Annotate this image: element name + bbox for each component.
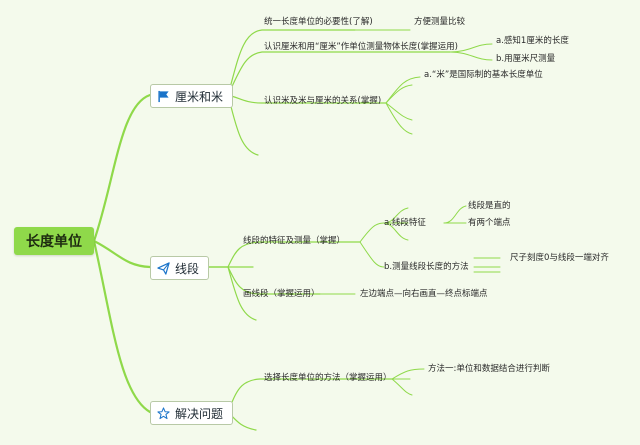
subtopic-measure-method[interactable]: b.测量线段长度的方法 [384, 262, 469, 272]
subtopic-features[interactable]: a.线段特征 [384, 218, 426, 228]
branch-node-centimeter-meter[interactable]: 厘米和米 [150, 84, 234, 108]
subtopic-method-one[interactable]: 方法一:单位和数据结合进行判断 [428, 364, 550, 374]
topic-draw-segment[interactable]: 画线段（掌握运用） [243, 289, 320, 299]
subtopic-feel-1cm[interactable]: a.感知1厘米的长度 [496, 36, 569, 46]
topic-unified-unit[interactable]: 统一长度单位的必要性(了解) [264, 17, 373, 27]
leaf-straight[interactable]: 线段是直的 [468, 201, 511, 211]
branch-label: 厘米和米 [175, 89, 224, 104]
branch-label: 解决问题 [175, 406, 224, 421]
subtopic-measure-ruler[interactable]: b.用厘米尺测量 [496, 54, 556, 64]
leaf-align-zero[interactable]: 尺子刻度0与线段一端对齐 [510, 253, 609, 263]
subtopic-easy-compare[interactable]: 方便测量比较 [414, 17, 466, 27]
subtopic-meter-basic-unit[interactable]: a.“米”是国际制的基本长度单位 [424, 70, 543, 80]
leaf-two-endpoints[interactable]: 有两个端点 [468, 218, 511, 228]
star-icon [157, 406, 170, 419]
branch-node-solve-problems[interactable]: 解决问题 [150, 401, 234, 425]
paper-plane-icon [157, 261, 170, 275]
topic-segment-features[interactable]: 线段的特征及测量（掌握） [243, 236, 346, 246]
subtopic-draw-steps[interactable]: 左边端点—向右画直—终点标端点 [360, 289, 488, 299]
flag-icon [158, 90, 169, 102]
root-label: 长度单位 [26, 234, 82, 250]
branch-node-line-segment[interactable]: 线段 [150, 256, 210, 280]
branch-label: 线段 [175, 261, 200, 276]
root-node[interactable]: 长度单位 [14, 227, 94, 255]
topic-choose-unit[interactable]: 选择长度单位的方法（掌握运用） [264, 373, 392, 383]
topic-know-centimeter[interactable]: 认识厘米和用“厘米”作单位测量物体长度(掌握运用) [264, 42, 458, 52]
topic-know-meter[interactable]: 认识米及米与厘米的关系(掌握) [264, 96, 382, 106]
